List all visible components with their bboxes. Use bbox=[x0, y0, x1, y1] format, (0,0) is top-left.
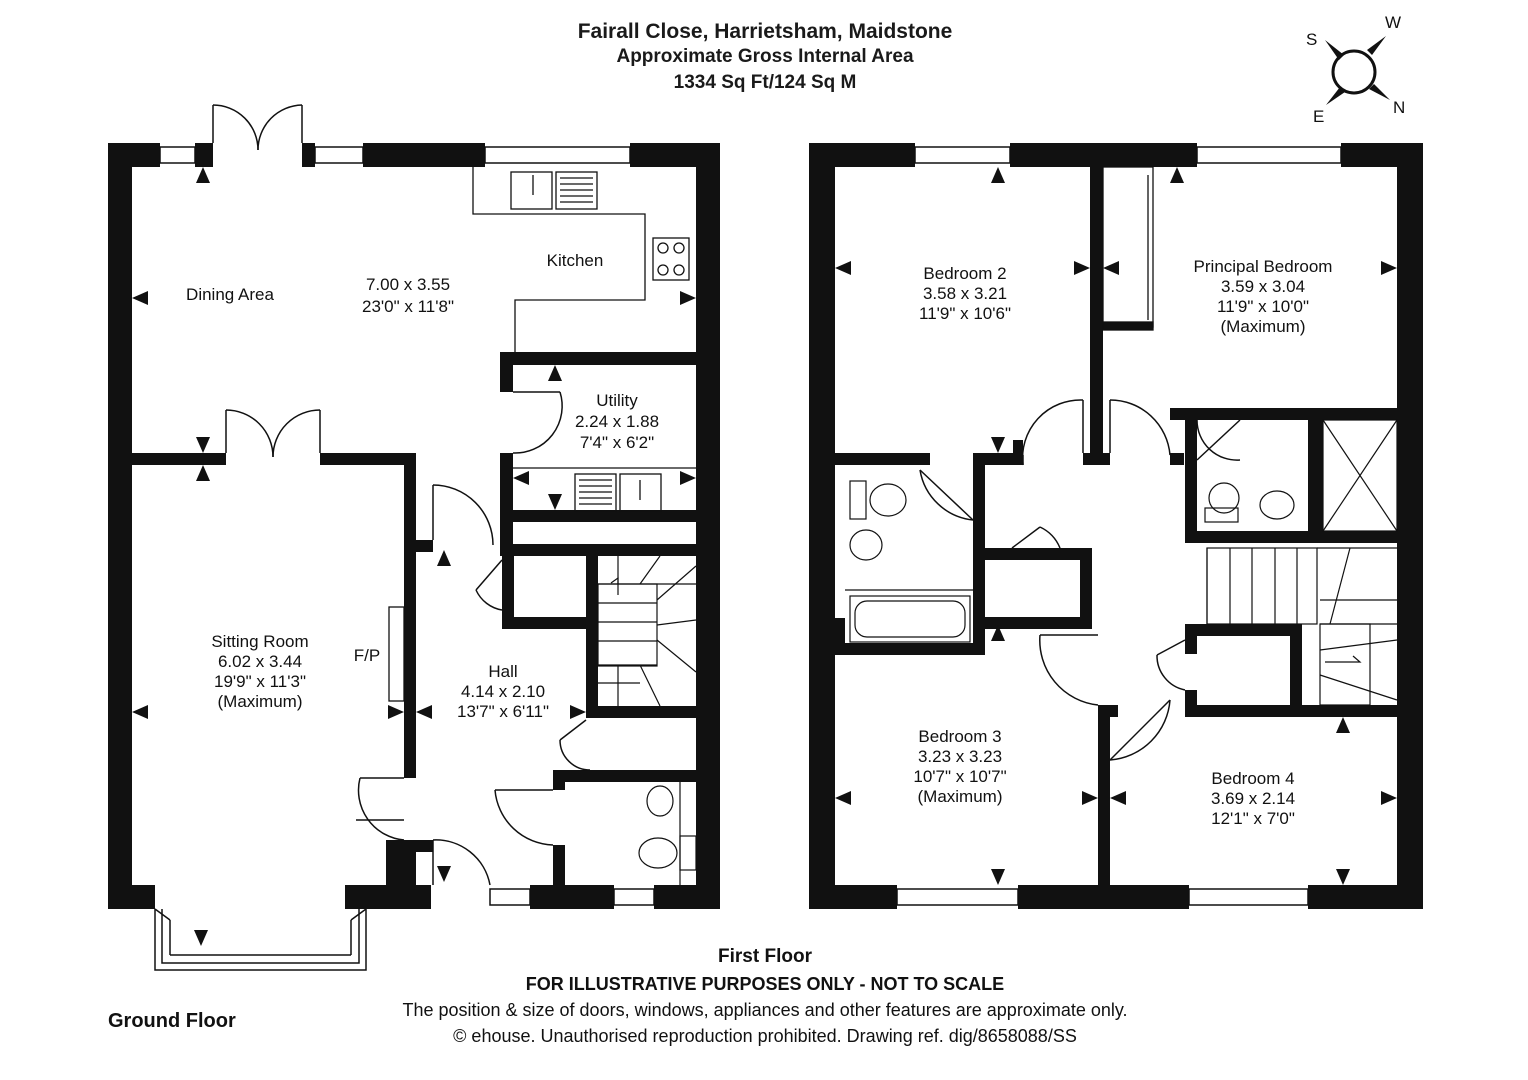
first-floor-stairs bbox=[1206, 547, 1398, 706]
bedroom-3-label: Bedroom 3 bbox=[918, 727, 1001, 746]
copyright-note: © ehouse. Unauthorised reproduction proh… bbox=[453, 1026, 1077, 1046]
first-floor-label: First Floor bbox=[718, 946, 812, 967]
area-title: Approximate Gross Internal Area bbox=[616, 46, 914, 67]
sitting-room-note: (Maximum) bbox=[218, 692, 303, 711]
bedroom-4-metric: 3.69 x 2.14 bbox=[1211, 789, 1295, 808]
compass-needle-s bbox=[1325, 40, 1344, 60]
compass-label-s: S bbox=[1306, 30, 1317, 49]
sitting-room-metric: 6.02 x 3.44 bbox=[218, 652, 302, 671]
kitchen-label: Kitchen bbox=[547, 251, 604, 270]
bathroom-fittings bbox=[845, 419, 1398, 643]
bedroom-4-imperial: 12'1" x 7'0" bbox=[1211, 809, 1295, 828]
kitchen-fittings bbox=[388, 167, 696, 702]
sitting-room-label: Sitting Room bbox=[211, 632, 308, 651]
first-floor-labels: Bedroom 2 3.58 x 3.21 11'9" x 10'6" Prin… bbox=[913, 257, 1332, 828]
first-floor-windows bbox=[896, 146, 1342, 906]
ground-floor-label: Ground Floor bbox=[108, 1010, 236, 1032]
compass-needle-w bbox=[1367, 36, 1386, 55]
compass-label-n: N bbox=[1393, 98, 1405, 117]
compass: S W N E bbox=[1306, 13, 1405, 126]
bedroom-2-metric: 3.58 x 3.21 bbox=[923, 284, 1007, 303]
property-address: Fairall Close, Harrietsham, Maidstone bbox=[577, 20, 953, 43]
bay-window bbox=[154, 908, 367, 971]
compass-ring bbox=[1331, 49, 1377, 95]
ground-floor-labels: Dining Area 7.00 x 3.55 23'0" x 11'8" Ki… bbox=[186, 251, 659, 721]
bedroom-2-label: Bedroom 2 bbox=[923, 264, 1006, 283]
kitchen-dims-imperial: 23'0" x 11'8" bbox=[362, 297, 454, 316]
ground-floor-stairs bbox=[597, 555, 697, 707]
principal-bedroom-imperial: 11'9" x 10'0" bbox=[1217, 297, 1309, 316]
utility-label: Utility bbox=[596, 391, 638, 410]
bedroom-4-label: Bedroom 4 bbox=[1211, 769, 1294, 788]
ground-floor-windows bbox=[159, 146, 655, 906]
bedroom-3-metric: 3.23 x 3.23 bbox=[918, 747, 1002, 766]
dining-area-label: Dining Area bbox=[186, 285, 274, 304]
wardrobe bbox=[1102, 166, 1154, 331]
bedroom-2-imperial: 11'9" x 10'6" bbox=[919, 304, 1011, 323]
sitting-room-imperial: 19'9" x 11'3" bbox=[214, 672, 306, 691]
bedroom-3-imperial: 10'7" x 10'7" bbox=[913, 767, 1006, 786]
area-value: 1334 Sq Ft/124 Sq M bbox=[673, 72, 857, 93]
position-note: The position & size of doors, windows, a… bbox=[402, 1000, 1128, 1020]
principal-bedroom-note: (Maximum) bbox=[1221, 317, 1306, 336]
ground-floor-doors bbox=[212, 104, 591, 886]
hall-label: Hall bbox=[488, 662, 517, 681]
wc-fittings bbox=[638, 782, 697, 885]
compass-needle-n bbox=[1369, 84, 1390, 100]
bedroom-3-note: (Maximum) bbox=[918, 787, 1003, 806]
first-floor-walls bbox=[809, 143, 1423, 909]
kitchen-dims-metric: 7.00 x 3.55 bbox=[366, 275, 450, 294]
fireplace-label: F/P bbox=[354, 646, 380, 665]
disclaimer: FOR ILLUSTRATIVE PURPOSES ONLY - NOT TO … bbox=[525, 974, 1005, 994]
dimension-arrows bbox=[132, 167, 1397, 946]
compass-label-w: W bbox=[1385, 13, 1401, 32]
first-floor-doors bbox=[919, 399, 1241, 761]
hall-metric: 4.14 x 2.10 bbox=[461, 682, 545, 701]
principal-bedroom-metric: 3.59 x 3.04 bbox=[1221, 277, 1305, 296]
compass-label-e: E bbox=[1313, 107, 1324, 126]
ground-floor-walls bbox=[108, 143, 720, 909]
principal-bedroom-label: Principal Bedroom bbox=[1194, 257, 1333, 276]
hall-imperial: 13'7" x 6'11" bbox=[457, 702, 549, 721]
utility-imperial: 7'4" x 6'2" bbox=[580, 433, 654, 452]
utility-metric: 2.24 x 1.88 bbox=[575, 412, 659, 431]
compass-needle-e bbox=[1326, 87, 1345, 105]
